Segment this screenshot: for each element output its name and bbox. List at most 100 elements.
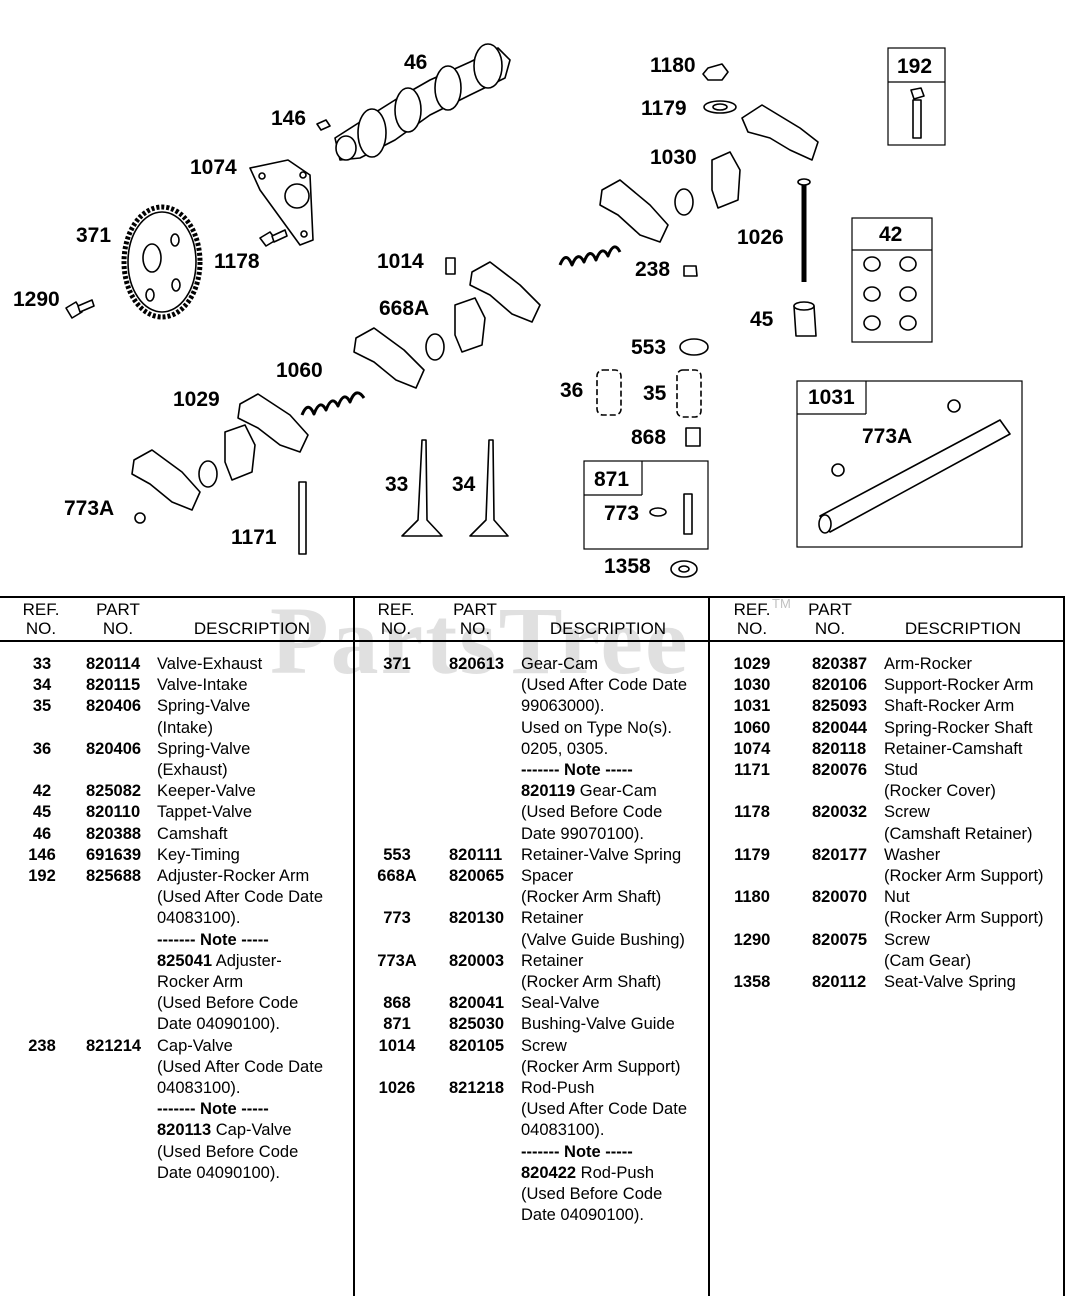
- ref-no: 1060: [733, 718, 771, 737]
- part-no: 820032: [812, 803, 868, 822]
- callout-34: 34: [452, 473, 476, 496]
- part-no: 820388: [86, 824, 142, 843]
- ref-no: 1030: [733, 676, 771, 695]
- callout-1029: 1029: [173, 388, 220, 411]
- callout-1180: 1180: [650, 54, 696, 77]
- description-line: (Used Before Code: [157, 1142, 299, 1161]
- callout-773: 773: [604, 502, 640, 525]
- description-line: Spring-Valve: [157, 739, 251, 758]
- ref-no: 1180: [734, 888, 770, 907]
- description-line: Rod-Push: [521, 1079, 595, 1097]
- description-line: Stud: [884, 761, 918, 779]
- keeper-drawings: [863, 256, 917, 331]
- part-no: 820076: [812, 761, 868, 779]
- description-line: 04083100).: [157, 909, 241, 928]
- header-part-no: NO.: [814, 619, 846, 638]
- description-line: Tappet-Valve: [157, 803, 253, 822]
- ref-no: 34: [32, 676, 52, 695]
- header-part-label: PART: [808, 600, 852, 619]
- header-ref-label: REF.: [22, 600, 60, 619]
- description-line: Nut: [884, 888, 910, 907]
- watermark-trademark: TM: [772, 596, 791, 611]
- description-line: Date 04090100).: [157, 1163, 280, 1182]
- ref-no: 868: [383, 994, 411, 1013]
- description-line: (Exhaust): [157, 760, 228, 779]
- ref-no: 1026: [378, 1079, 416, 1097]
- part-no: 820106: [812, 676, 868, 695]
- description-line: ------- Note -----: [157, 1100, 269, 1119]
- callout-1290: 1290: [13, 288, 60, 311]
- description-line: 820113 Cap-Valve: [157, 1121, 292, 1140]
- retainer-plate-drawing: [249, 159, 314, 246]
- description-line: Spring-Rocker Shaft: [884, 718, 1033, 737]
- callout-1014: 1014: [377, 250, 424, 273]
- part-no: 825030: [449, 1015, 505, 1034]
- description-line: 820422 Rod-Push: [521, 1163, 655, 1182]
- header-ref: REF.NO.: [722, 600, 782, 638]
- part-no: 820105: [449, 1036, 505, 1055]
- box-1031: [796, 380, 1023, 548]
- description-line: Spring-Valve: [157, 697, 251, 716]
- description-line: Seal-Valve: [521, 994, 600, 1013]
- part-no: 825082: [86, 782, 142, 801]
- part-no: 820406: [86, 739, 142, 758]
- description-line: Valve-Exhaust: [157, 655, 263, 673]
- description-line: Retainer-Camshaft: [884, 739, 1023, 758]
- description-line: Date 04090100).: [157, 1015, 280, 1034]
- part-no: 820115: [86, 676, 141, 695]
- description-line: Keeper-Valve: [157, 782, 256, 801]
- description-line: (Rocker Arm Support): [884, 866, 1044, 885]
- callout-553: 553: [631, 336, 667, 359]
- callout-33: 33: [385, 473, 409, 496]
- description-line: Washer: [884, 845, 941, 864]
- description-line: (Used After Code Date: [521, 676, 687, 695]
- ref-no: 1358: [733, 973, 771, 991]
- header-part-label: PART: [453, 600, 497, 619]
- callout-773A: 773A: [64, 497, 115, 520]
- description-line: (Used Before Code: [157, 994, 299, 1013]
- description-line: Shaft-Rocker Arm: [884, 697, 1015, 716]
- description-line: Date 04090100).: [521, 1206, 644, 1225]
- description-line: (Camshaft Retainer): [884, 824, 1033, 843]
- header-ref-label: REF.: [733, 600, 771, 619]
- ref-no: 871: [383, 1015, 411, 1034]
- key-timing-drawing: [316, 119, 331, 131]
- description-line: ------- Note -----: [521, 1142, 633, 1161]
- description-line: Screw: [884, 803, 930, 822]
- description-line: (Valve Guide Bushing): [521, 930, 685, 949]
- part-no: 820114: [86, 655, 141, 673]
- ref-no: 1171: [734, 761, 770, 779]
- description-line: Key-Timing: [157, 845, 240, 864]
- callout-773A-shaft: 773A: [862, 425, 913, 448]
- part-no: 820111: [449, 845, 503, 864]
- description-line: Cap-Valve: [157, 1036, 233, 1055]
- adjuster-drawing: [910, 87, 925, 139]
- header-ref-no: NO.: [25, 619, 57, 638]
- ref-no: 45: [32, 803, 52, 822]
- header-ref-no: NO.: [736, 619, 768, 638]
- ref-no: 371: [383, 655, 411, 673]
- parts-illustration: [65, 43, 1023, 578]
- description-line: Screw: [884, 930, 930, 949]
- description-line: Bushing-Valve Guide: [521, 1015, 675, 1034]
- callout-1030: 1030: [650, 146, 697, 169]
- callout-1026: 1026: [737, 226, 784, 249]
- description-line: (Intake): [157, 718, 213, 737]
- part-no: 820041: [449, 994, 505, 1013]
- callout-871: 871: [594, 468, 630, 491]
- description-line: 04083100).: [157, 1078, 241, 1097]
- part-no: 820003: [449, 951, 505, 970]
- description-line: Support-Rocker Arm: [884, 676, 1034, 695]
- header-ref-label: REF.: [377, 600, 415, 619]
- callout-35: 35: [643, 382, 667, 405]
- part-no: 820044: [812, 718, 868, 737]
- description-line: (Rocker Cover): [884, 782, 996, 801]
- description-line: (Rocker Arm Shaft): [521, 888, 662, 907]
- part-no: 820177: [812, 845, 868, 864]
- description-line: Retainer-Valve Spring: [521, 845, 682, 864]
- callout-36: 36: [560, 379, 584, 402]
- ref-no: 42: [32, 782, 52, 801]
- description-line: Camshaft: [157, 824, 228, 843]
- ref-no: 1031: [733, 697, 771, 716]
